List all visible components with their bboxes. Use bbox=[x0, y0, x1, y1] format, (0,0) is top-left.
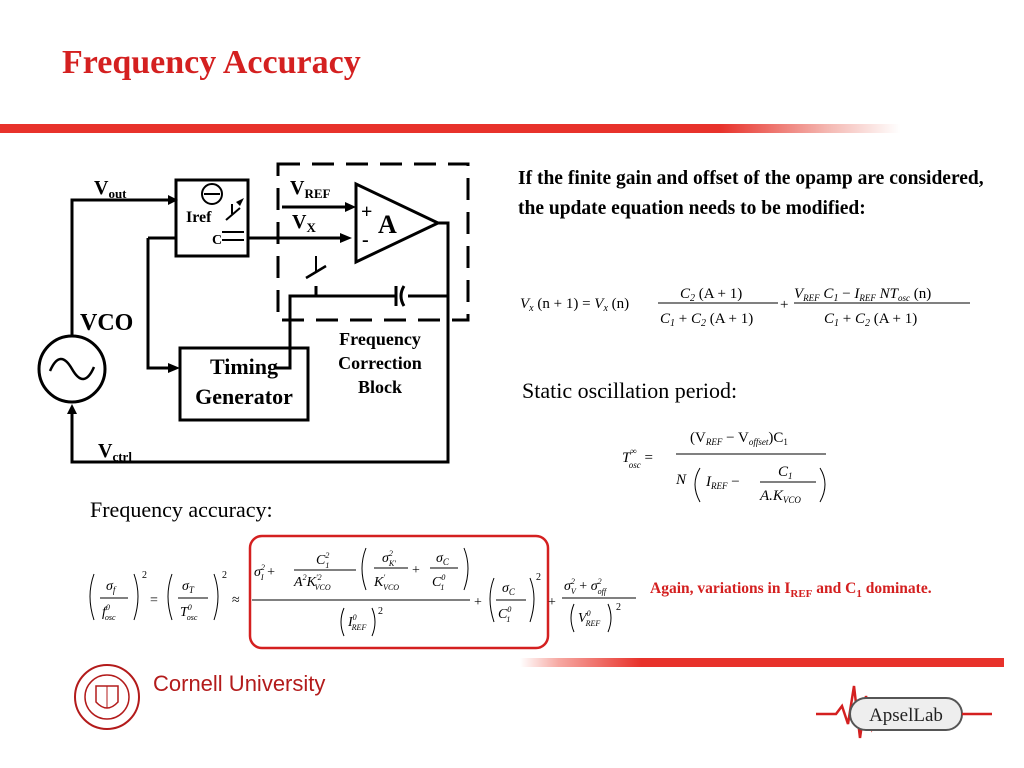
svg-text:σf: σf bbox=[106, 579, 117, 595]
svg-text:C1 + C2 (A + 1): C1 + C2 (A + 1) bbox=[824, 311, 917, 329]
svg-text:σ2I +: σ2I + bbox=[254, 563, 275, 582]
svg-text:C21: C21 bbox=[316, 551, 329, 570]
svg-text:T∞osc =: T∞osc = bbox=[622, 446, 653, 470]
timing-label-2: Generator bbox=[195, 384, 293, 409]
cornell-seal-logo bbox=[74, 664, 140, 730]
svg-text:+: + bbox=[474, 595, 482, 610]
vout-label: Vout bbox=[94, 177, 127, 201]
opamp-plus-label: + bbox=[361, 201, 372, 223]
svg-text:VREF C1 − IREF NTosc (n): VREF C1 − IREF NTosc (n) bbox=[794, 286, 931, 304]
svg-text:σC: σC bbox=[436, 551, 450, 567]
svg-text:+: + bbox=[412, 563, 420, 578]
svg-text:C01: C01 bbox=[432, 573, 445, 592]
intro-text: If the finite gain and offset of the opa… bbox=[518, 168, 984, 219]
svg-text:2: 2 bbox=[616, 602, 621, 613]
svg-text:2: 2 bbox=[222, 570, 227, 581]
svg-text:2: 2 bbox=[536, 572, 541, 583]
svg-text:+: + bbox=[780, 297, 788, 313]
timing-label-1: Timing bbox=[210, 354, 278, 379]
svg-text:K'VCO: K'VCO bbox=[373, 573, 399, 592]
svg-text:C1 + C2 (A + 1): C1 + C2 (A + 1) bbox=[660, 311, 753, 329]
vco-circuit-diagram: Vout VREF VX Vctrl Iref C VCO Timing Gen… bbox=[37, 162, 470, 464]
cornell-university-logo-text: Cornell University bbox=[153, 671, 326, 696]
svg-text:A.KVCO: A.KVCO bbox=[759, 488, 801, 505]
block-label-1: Frequency bbox=[339, 329, 421, 349]
static-period-equation: T∞osc = (VREF − Voffset)C1 N IREF − C1 A… bbox=[622, 430, 826, 505]
svg-text:IREF −: IREF − bbox=[705, 474, 740, 491]
svg-text:σC: σC bbox=[502, 581, 516, 597]
svg-text:2: 2 bbox=[142, 570, 147, 581]
svg-text:C01: C01 bbox=[498, 605, 511, 624]
svg-text:=: = bbox=[150, 593, 158, 608]
vctrl-label: Vctrl bbox=[98, 440, 132, 464]
svg-text:N: N bbox=[675, 472, 687, 488]
svg-text:C2 (A + 1): C2 (A + 1) bbox=[680, 286, 742, 304]
svg-text:+: + bbox=[548, 595, 556, 610]
svg-text:Vx (n + 1) = Vx (n): Vx (n + 1) = Vx (n) bbox=[520, 296, 629, 314]
footer-bar bbox=[520, 658, 1004, 667]
opamp-minus-label: - bbox=[362, 229, 369, 251]
frequency-accuracy-label: Frequency accuracy: bbox=[90, 497, 273, 522]
svg-text:≈: ≈ bbox=[232, 593, 240, 608]
opamp-gain-label: A bbox=[378, 210, 397, 239]
title-underline-bar bbox=[0, 124, 900, 133]
iref-label: Iref bbox=[186, 209, 212, 226]
vx-label: VX bbox=[292, 211, 316, 235]
svg-text:C1: C1 bbox=[778, 464, 793, 481]
svg-text:(VREF − Voffset)C1: (VREF − Voffset)C1 bbox=[690, 430, 788, 447]
vco-label: VCO bbox=[80, 310, 133, 336]
highlight-box bbox=[248, 534, 550, 650]
static-period-label: Static oscillation period: bbox=[522, 378, 738, 403]
update-equation: Vx (n + 1) = Vx (n) C2 (A + 1) C1 + C2 (… bbox=[520, 286, 970, 329]
svg-text:σ2K': σ2K' bbox=[382, 549, 396, 568]
block-label-3: Block bbox=[358, 377, 402, 397]
vref-label: VREF bbox=[290, 177, 331, 201]
slide-title: Frequency Accuracy bbox=[62, 44, 361, 81]
apsellab-text: ApselLab bbox=[869, 705, 943, 726]
dominance-note: Again, variations in IREF and C1 dominat… bbox=[650, 580, 932, 601]
apsellab-logo: ApselLab bbox=[816, 685, 992, 739]
svg-text:2: 2 bbox=[378, 606, 383, 617]
cap-label: C bbox=[212, 233, 222, 248]
svg-text:σT: σT bbox=[182, 579, 195, 595]
block-label-2: Correction bbox=[338, 353, 422, 373]
